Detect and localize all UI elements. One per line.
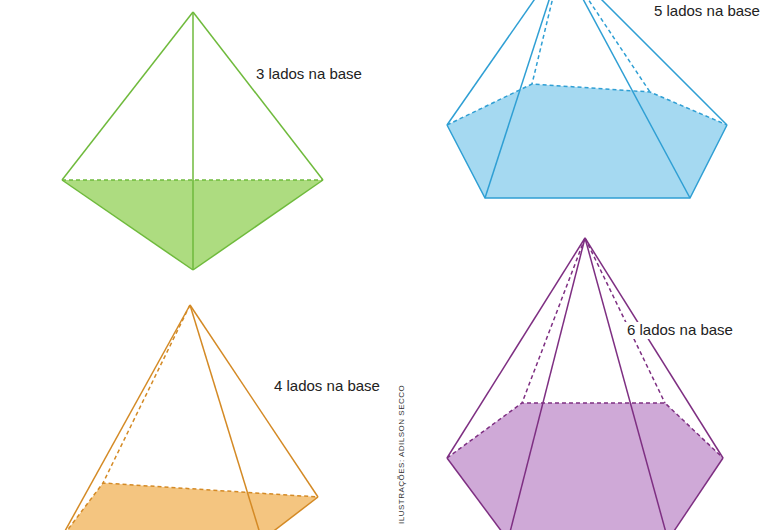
illustration-credit: ILUSTRAÇÕES: ADILSON SECCO <box>398 383 407 526</box>
base-label: 4 lados na base <box>272 378 382 395</box>
base-label: 5 lados na base <box>652 3 762 20</box>
base-label: 6 lados na base <box>625 322 735 339</box>
base-label: 3 lados na base <box>254 66 364 83</box>
pentagonal-pyramid <box>447 0 727 198</box>
square-pyramid <box>60 305 318 530</box>
triangular-pyramid <box>62 12 323 270</box>
hexagonal-pyramid <box>447 238 723 530</box>
